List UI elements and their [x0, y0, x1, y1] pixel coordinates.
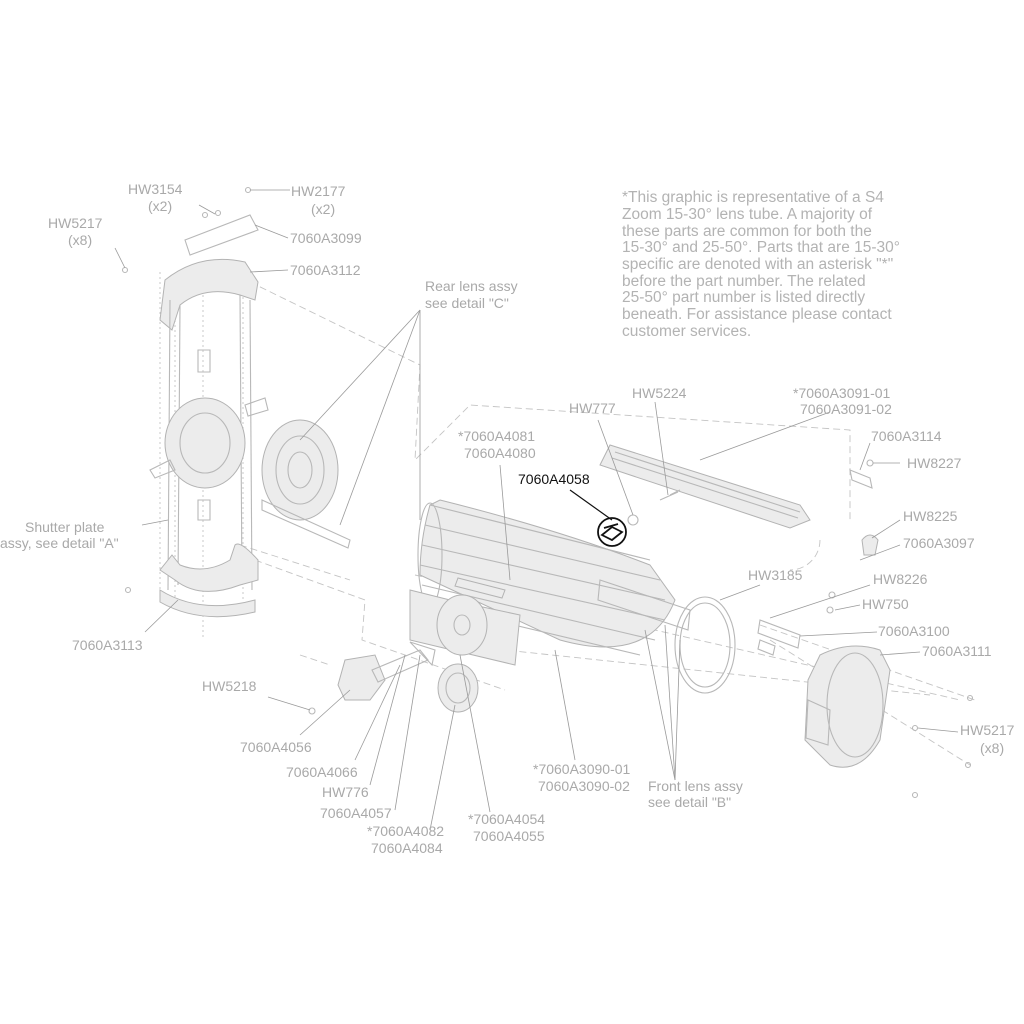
note-line-9: customer services.: [622, 323, 751, 340]
label-7060A4081: *7060A4081: [458, 428, 535, 444]
label-7060A3114: 7060A3114: [871, 428, 942, 444]
note-line-5: specific are denoted with an asterisk "*…: [622, 256, 893, 273]
note-line-7: 25-50° part number is listed directly: [622, 289, 865, 306]
front-frame-assembly: [757, 619, 891, 768]
label-7060A3091-01: *7060A3091-01: [793, 385, 891, 401]
label-hw750: HW750: [862, 596, 909, 612]
label-7060A3113: 7060A3113: [72, 637, 143, 653]
label-hw5217-left: HW5217: [48, 215, 103, 231]
label-shutter-1: Shutter plate: [25, 519, 105, 535]
label-hw2177-qty: (x2): [311, 201, 335, 217]
rear-lens-assembly: [261, 419, 351, 549]
label-shutter-2: assy, see detail "A": [0, 535, 119, 551]
label-7060A4055: 7060A4055: [473, 828, 545, 844]
label-7060A4054: *7060A4054: [468, 811, 545, 827]
label-hw2177: HW2177: [291, 183, 346, 199]
label-7060A3097: 7060A3097: [903, 535, 975, 551]
label-hw3185: HW3185: [748, 567, 803, 583]
note-line-6: before the part number. The related: [622, 273, 866, 290]
label-hw777: HW777: [569, 400, 616, 416]
label-hw8226: HW8226: [873, 571, 928, 587]
label-hw5218: HW5218: [202, 678, 257, 694]
label-hw3154-qty: (x2): [148, 198, 172, 214]
leader-lines: [114, 189, 959, 831]
label-7060A3100: 7060A3100: [878, 623, 950, 639]
label-7060A3099: 7060A3099: [290, 230, 362, 246]
note-line-2: Zoom 15-30° lens tube. A majority of: [622, 206, 873, 223]
shutter-frame-assembly: [149, 214, 269, 618]
label-7060A4056: 7060A4056: [240, 739, 312, 755]
label-7060A4057: 7060A4057: [320, 805, 392, 821]
label-hw8225: HW8225: [903, 508, 958, 524]
label-hw3154: HW3154: [128, 181, 183, 197]
label-rear-lens-2: see detail "C": [425, 295, 509, 311]
bottom-small-parts: [337, 594, 488, 713]
label-hw5217-left-qty: (x8): [68, 232, 92, 248]
label-rear-lens-1: Rear lens assy: [425, 278, 518, 294]
note-line-4: 15-30° and 25-50°. Parts that are 15-30°: [622, 239, 900, 256]
label-hw5217-right-qty: (x8): [980, 740, 1004, 756]
label-front-lens-2: see detail "B": [648, 794, 731, 810]
explanatory-note: *This graphic is representative of a S4 …: [622, 189, 900, 340]
highlighted-part-7060A4058[interactable]: [569, 489, 627, 547]
label-hw5217-right: HW5217: [960, 722, 1015, 738]
label-hw776: HW776: [322, 784, 369, 800]
label-7060A3090-01: *7060A3090-01: [533, 761, 631, 777]
label-7060A4058[interactable]: 7060A4058: [518, 471, 590, 487]
top-rail-assembly: [599, 444, 879, 556]
label-7060A4084: 7060A4084: [371, 840, 443, 856]
label-hw8227: HW8227: [907, 455, 962, 471]
note-line-1: *This graphic is representative of a S4: [622, 189, 884, 206]
label-7060A3091-02: 7060A3091-02: [800, 401, 892, 417]
label-7060A4080: 7060A4080: [464, 445, 536, 461]
front-ring: [674, 596, 736, 694]
part-labels: HW3154 (x2) HW2177 (x2) HW5217 (x8) 7060…: [0, 181, 1015, 856]
note-line-8: beneath. For assistance please contact: [622, 306, 892, 323]
label-front-lens-1: Front lens assy: [648, 778, 743, 794]
label-7060A4082: *7060A4082: [367, 823, 444, 839]
hardware-screws: [121, 186, 974, 799]
label-7060A3090-02: 7060A3090-02: [538, 778, 630, 794]
note-line-3: these parts are common for both the: [622, 223, 872, 240]
label-7060A3111: 7060A3111: [922, 643, 992, 659]
label-hw5224: HW5224: [632, 385, 687, 401]
label-7060A4066: 7060A4066: [286, 764, 358, 780]
label-7060A3112: 7060A3112: [290, 262, 361, 278]
